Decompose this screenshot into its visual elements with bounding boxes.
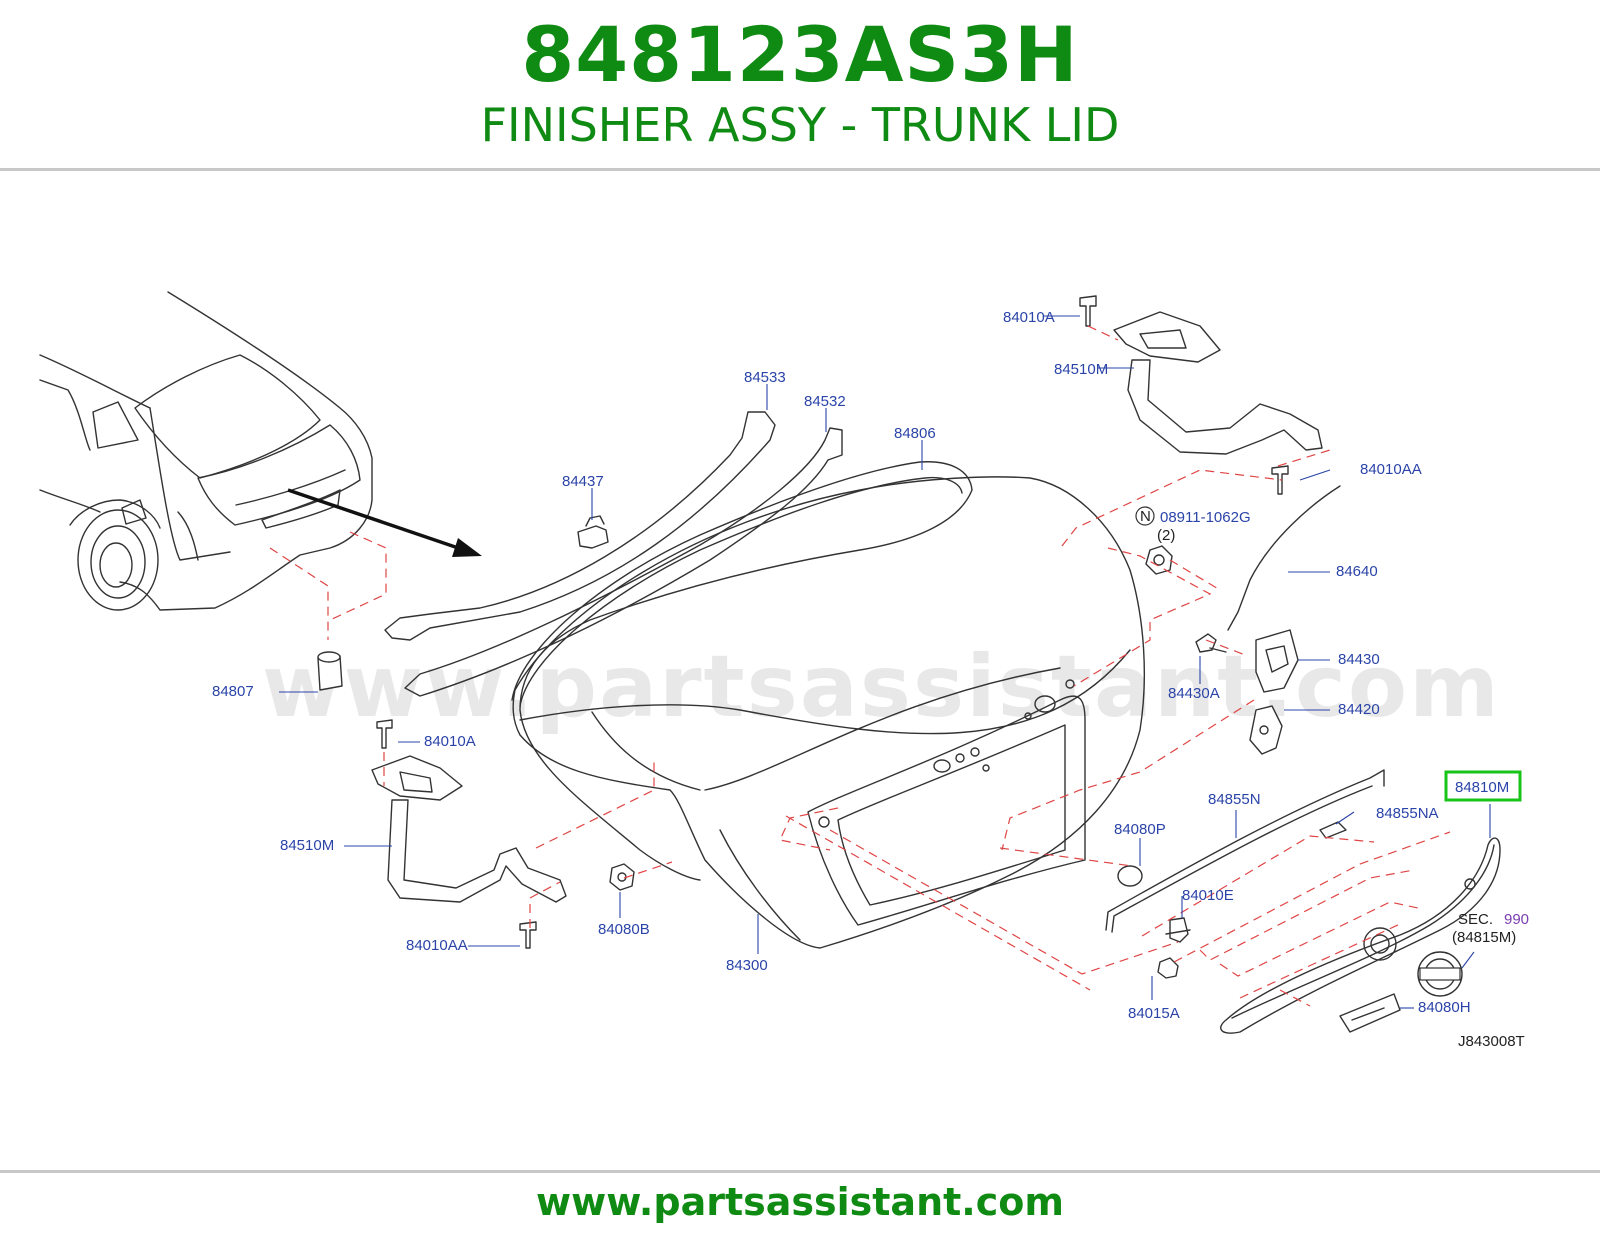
lock-84430	[1195, 629, 1299, 755]
part-name-subtitle: FINISHER ASSY - TRUNK LID	[480, 98, 1120, 152]
label-84420: 84420	[1338, 701, 1380, 718]
label-84010A-left: 84010A	[424, 733, 476, 750]
label-84080B: 84080B	[598, 921, 650, 938]
label-84510M-left: 84510M	[280, 837, 334, 854]
label-84807: 84807	[212, 683, 254, 700]
cable-84640	[1227, 485, 1341, 631]
label-08911-quantity: (2)	[1157, 527, 1175, 544]
label-84510M-top: 84510M	[1054, 361, 1108, 378]
car-illustration	[39, 291, 482, 611]
label-84010A-top: 84010A	[1003, 309, 1055, 326]
diagram-code: J843008T	[1458, 1033, 1525, 1050]
part-number-title: 848123AS3H	[521, 10, 1079, 99]
clip-84015A	[1157, 957, 1179, 979]
pad-84855NA	[1319, 821, 1347, 839]
label-84533: 84533	[744, 369, 786, 386]
n-marker-circle	[1135, 506, 1155, 526]
label-84810M: 84810M	[1455, 779, 1509, 796]
handle-84080H	[1339, 993, 1401, 1033]
parts-diagram: www.partsassistant.com	[0, 270, 1600, 1070]
hinge-left-84510M	[371, 719, 567, 949]
nut-84080B	[609, 863, 635, 891]
clip-84010E	[1165, 917, 1191, 943]
part-labels: 84010A 84510M 84533 84532 84806 84437 84…	[212, 309, 1529, 1050]
label-08911-1062G: 08911-1062G	[1160, 509, 1251, 526]
nut-08911	[1145, 545, 1173, 575]
label-84437: 84437	[562, 473, 604, 490]
label-84010AA-right: 84010AA	[1360, 461, 1422, 478]
label-84430: 84430	[1338, 651, 1380, 668]
label-84855NA: 84855NA	[1376, 805, 1439, 822]
highlight-box-84810M	[1444, 770, 1522, 802]
label-84010E: 84010E	[1182, 887, 1234, 904]
torsion-bars-84533-84532	[384, 411, 843, 697]
label-84640: 84640	[1336, 563, 1378, 580]
label-84300: 84300	[726, 957, 768, 974]
label-sec-ref: (84815M)	[1452, 929, 1516, 946]
plug-84080P	[1117, 865, 1143, 887]
footer-website-link[interactable]: www.partsassistant.com	[536, 1180, 1064, 1224]
hinge-right-84510M	[1079, 295, 1323, 495]
top-divider	[0, 168, 1600, 171]
label-84015A: 84015A	[1128, 1005, 1180, 1022]
label-84806: 84806	[894, 425, 936, 442]
emblem-84815M	[1417, 951, 1463, 997]
bottom-divider	[0, 1170, 1600, 1173]
seal-84855N	[1105, 769, 1385, 933]
clip-84437	[577, 515, 609, 549]
label-84010AA-left: 84010AA	[406, 937, 468, 954]
trunk-lid-84300	[512, 476, 1145, 949]
label-84532: 84532	[804, 393, 846, 410]
label-sec-number: 990	[1504, 911, 1529, 928]
leader-lines	[279, 315, 1491, 1009]
assembly-dash-lines	[269, 325, 1451, 1007]
bumper-stop-84807	[317, 651, 343, 691]
label-84080P: 84080P	[1114, 821, 1166, 838]
page-header: 848123AS3H FINISHER ASSY - TRUNK LID	[0, 0, 1600, 168]
label-sec-prefix: SEC.	[1458, 911, 1493, 928]
label-84430A: 84430A	[1168, 685, 1220, 702]
n-marker-text: N	[1140, 508, 1151, 525]
label-84855N: 84855N	[1208, 791, 1261, 808]
finisher-84810M	[1220, 837, 1501, 1034]
label-84080H: 84080H	[1418, 999, 1471, 1016]
